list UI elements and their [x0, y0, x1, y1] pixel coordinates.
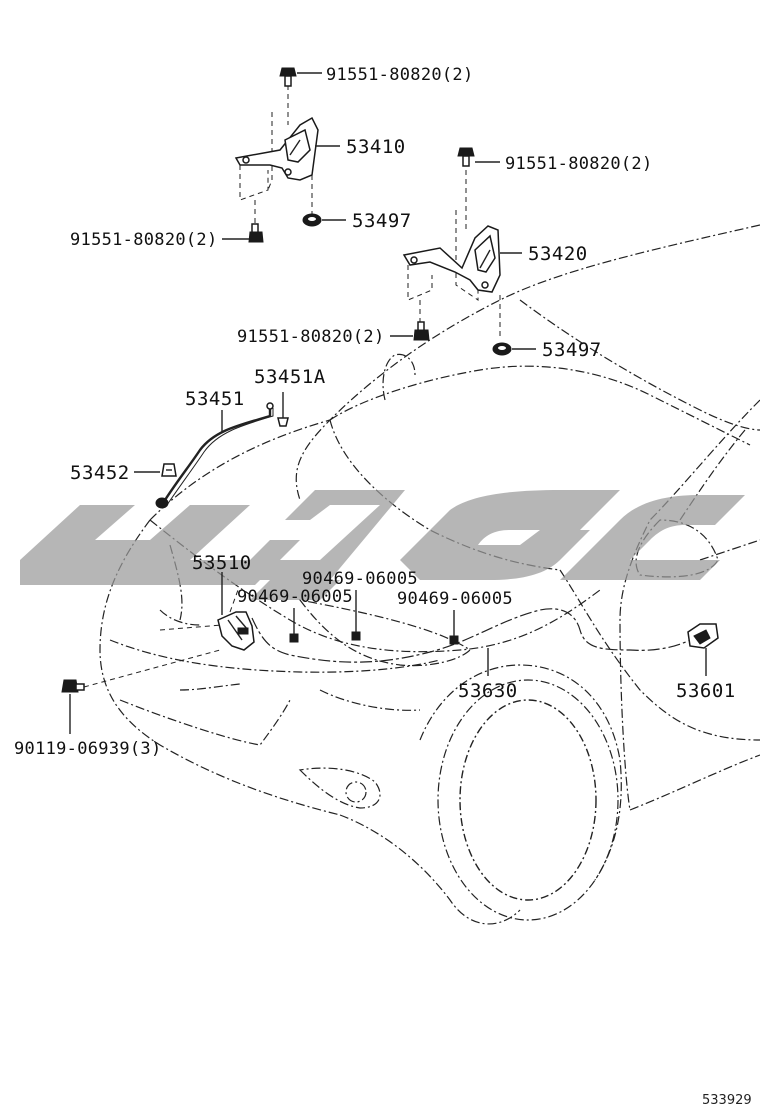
label-clip-right: 90469-06005 [397, 589, 513, 609]
label-hood-lock: 53510 [192, 552, 252, 574]
label-bolt-hinge-left-bottom: 91551-80820(2) [70, 230, 218, 250]
clamp-icon [277, 392, 289, 427]
hood-hinge-left [234, 85, 319, 225]
hood-release-cable [251, 608, 691, 663]
label-bolt-hinge-right-bottom: 91551-80820(2) [237, 327, 385, 347]
label-support-rod-clamp: 53451A [254, 366, 326, 388]
bolt-icon [279, 67, 297, 87]
hood-support-rod [163, 402, 274, 503]
label-release-cable: 53630 [458, 680, 518, 702]
label-lock-bolt: 90119-06939(3) [14, 739, 162, 759]
label-clip-center: 90469-06005 [302, 569, 418, 589]
watermark-logo [20, 490, 745, 600]
holder-icon [161, 463, 177, 477]
diagram-reference-id: 533929 [702, 1093, 752, 1108]
rod-grommet-icon [155, 497, 169, 509]
label-support-rod: 53451 [185, 388, 245, 410]
hood-hinge-right [402, 170, 501, 340]
washer-icon [492, 342, 512, 356]
washer-icon [302, 213, 322, 227]
label-support-rod-holder: 53452 [70, 462, 130, 484]
clip-icon [449, 610, 459, 645]
label-clip-left: 90469-06005 [237, 587, 353, 607]
bolt-icon [61, 649, 221, 693]
label-hinge-right: 53420 [528, 243, 588, 265]
bolt-icon [457, 147, 475, 167]
label-hinge-left: 53410 [346, 136, 406, 158]
bolt-icon [413, 321, 430, 341]
bolt-icon [248, 223, 264, 243]
label-washer-right: 53497 [542, 339, 602, 361]
label-release-lever: 53601 [676, 680, 736, 702]
hood-lock [159, 589, 255, 651]
clip-icon [351, 590, 361, 641]
hood-release-lever [687, 623, 719, 649]
label-bolt-hinge-left-top: 91551-80820(2) [326, 65, 474, 85]
label-washer-left: 53497 [352, 210, 412, 232]
label-bolt-hinge-right-top: 91551-80820(2) [505, 154, 653, 174]
clip-icon [289, 608, 299, 643]
